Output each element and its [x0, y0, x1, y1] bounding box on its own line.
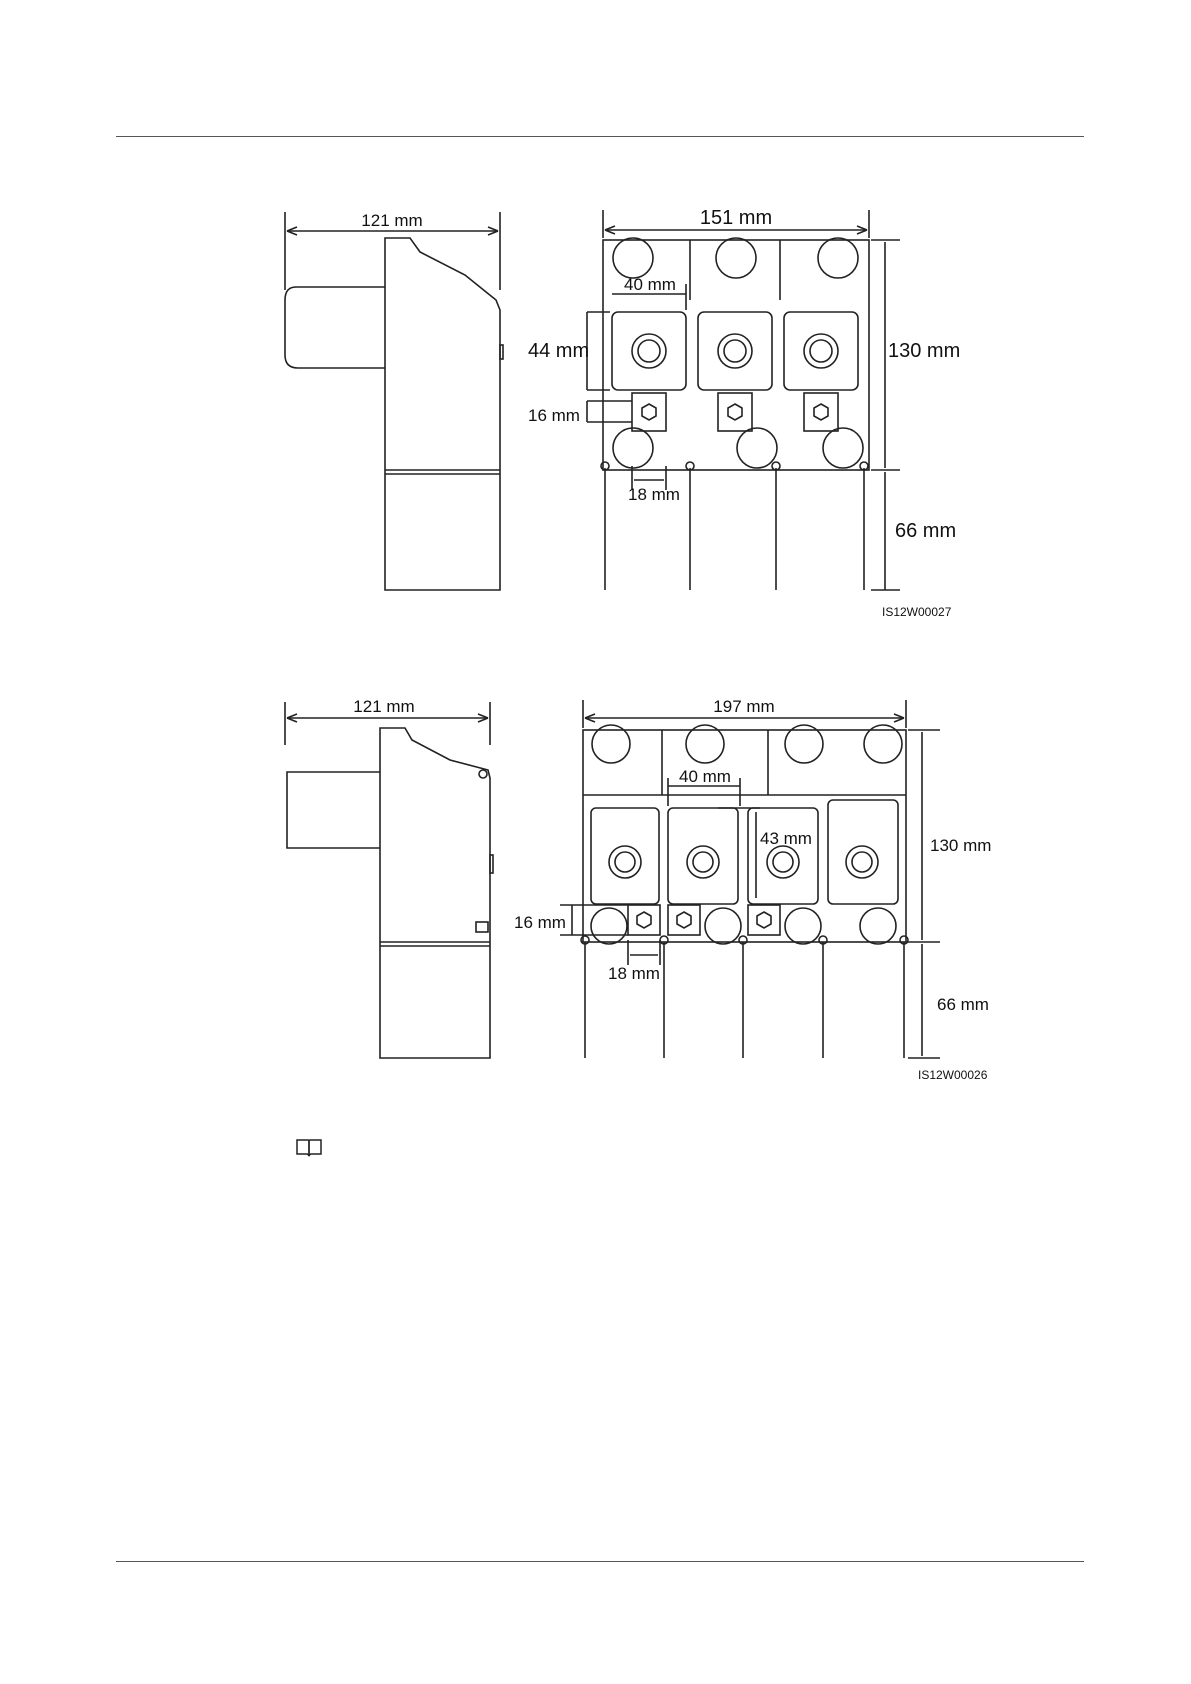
- fig2-pitch-label: 40 mm: [679, 767, 731, 786]
- fig1-front-view: [587, 210, 900, 590]
- fig1-side-width-label: 121 mm: [361, 211, 422, 230]
- fig1-pin-length-label: 66 mm: [895, 520, 956, 542]
- fig2-bolt-offset-label: 18 mm: [608, 964, 660, 983]
- fig1-plate-height-label: 44 mm: [528, 340, 589, 362]
- fig1-bolt-height-label: 16 mm: [528, 406, 580, 425]
- fig1-bolt-offset-label: 18 mm: [628, 485, 680, 504]
- book-icon: [295, 1137, 323, 1159]
- fig1-side-view: [285, 212, 503, 590]
- fig2-side-width-label: 121 mm: [353, 697, 414, 716]
- fig2-front-width-label: 197 mm: [713, 697, 774, 716]
- fig2-body-height-label: 130 mm: [930, 836, 991, 855]
- fig2-side-view: [285, 702, 493, 1058]
- fig1-front-width-label: 151 mm: [700, 207, 772, 229]
- fig2-plate-offset-label: 43 mm: [760, 829, 812, 848]
- fig2-front-view: [560, 700, 940, 1058]
- fig2-code: IS12W00026: [918, 1068, 988, 1082]
- fig2-bolt-height-label: 16 mm: [514, 913, 566, 932]
- fig1-pitch-label: 40 mm: [624, 275, 676, 294]
- fig1-body-height-label: 130 mm: [888, 340, 960, 362]
- fig1-code: IS12W00027: [882, 605, 952, 619]
- fig2-pin-length-label: 66 mm: [937, 995, 989, 1014]
